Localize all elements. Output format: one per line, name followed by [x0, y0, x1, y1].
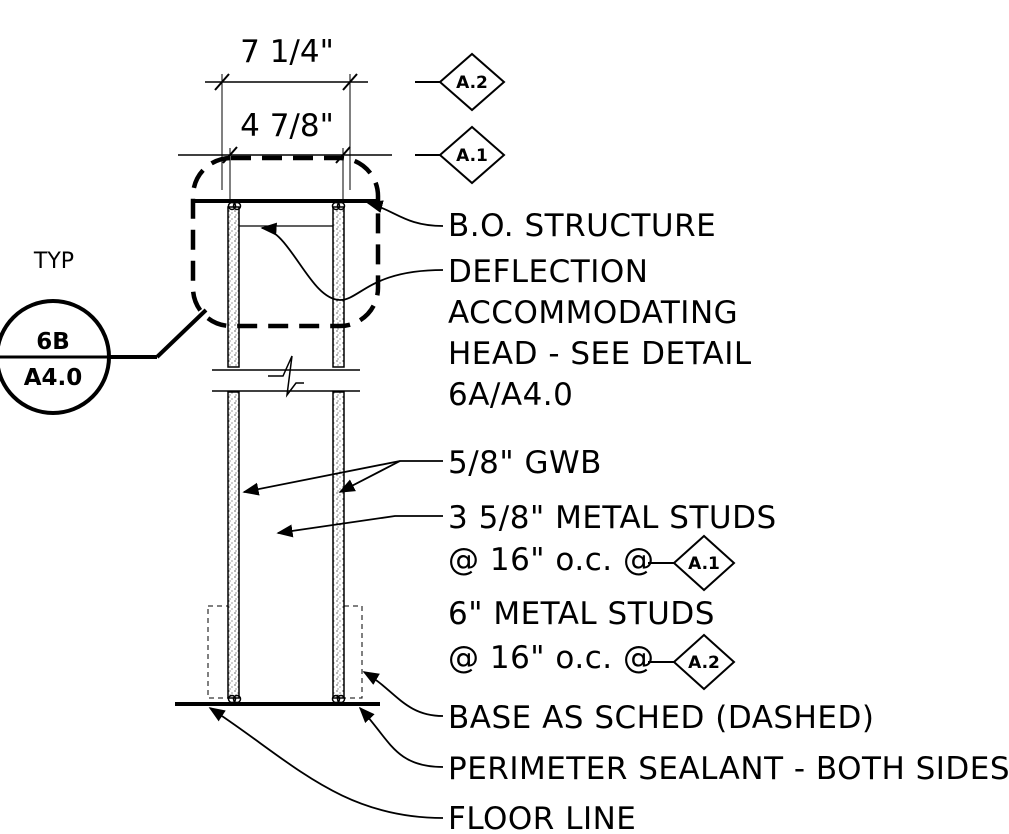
leaders: [208, 200, 444, 819]
dimension-overall: 7 1/4": [205, 34, 368, 190]
wall-tag-a1: A.1: [415, 125, 506, 185]
note-tag-a2-label: A.2: [688, 653, 720, 673]
note-base: BASE AS SCHED (DASHED): [448, 700, 874, 736]
deflection-head-callout-boundary: [190, 155, 381, 329]
wall-tag-a2-label: A.2: [456, 73, 488, 93]
wall-tag-a1-label: A.1: [456, 146, 488, 166]
note-studs-358: 3 5/8" METAL STUDS: [448, 500, 777, 536]
note-studs-6-spacing: @ 16" o.c. @: [448, 640, 654, 676]
dimension-stud: 4 7/8": [178, 108, 392, 200]
detail-sheet: A4.0: [24, 365, 83, 391]
note-bo-structure: B.O. STRUCTURE: [448, 208, 716, 244]
overall-width-dimension: 7 1/4": [240, 34, 334, 70]
detail-number: 6B: [36, 329, 70, 355]
note-tag-a2: A.2: [648, 633, 736, 691]
typ-label: TYP: [33, 249, 74, 274]
note-deflection-line4: 6A/A4.0: [448, 377, 573, 413]
note-tag-a1-label: A.1: [688, 554, 720, 574]
note-tag-a1: A.1: [648, 534, 736, 592]
stud-width-dimension: 4 7/8": [240, 108, 334, 144]
wall-tag-a2: A.2: [415, 52, 506, 112]
note-floor-line: FLOOR LINE: [448, 801, 636, 834]
note-deflection-line2: ACCOMMODATING: [448, 295, 738, 331]
wall-assembly: [175, 199, 380, 706]
note-sealant: PERIMETER SEALANT - BOTH SIDES: [448, 751, 1009, 787]
notes: B.O. STRUCTURE DEFLECTION ACCOMMODATING …: [448, 208, 1009, 834]
note-deflection-line3: HEAD - SEE DETAIL: [448, 336, 752, 372]
note-deflection-line1: DEFLECTION: [448, 254, 648, 290]
note-studs-358-spacing: @ 16" o.c. @: [448, 542, 654, 578]
note-gwb: 5/8" GWB: [448, 445, 602, 481]
detail-reference-bubble: TYP 6B A4.0: [0, 249, 208, 415]
note-studs-6: 6" METAL STUDS: [448, 596, 715, 632]
